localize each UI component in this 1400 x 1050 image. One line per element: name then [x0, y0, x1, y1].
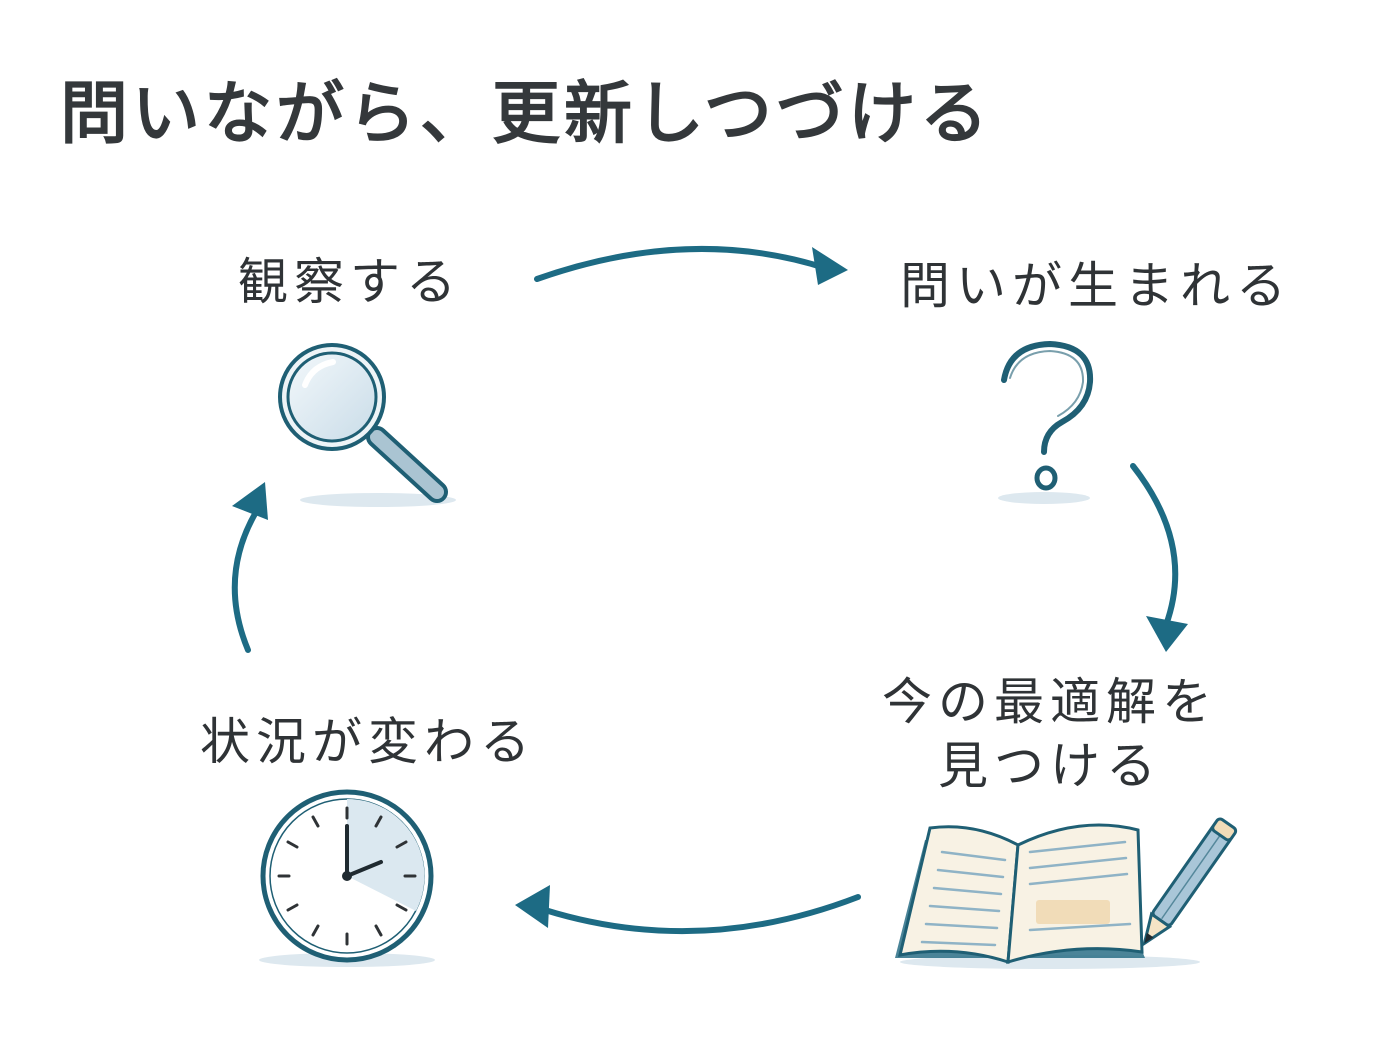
step-label-question: 問いが生まれる: [900, 257, 1292, 315]
question-mark-icon: [998, 340, 1094, 504]
step-label-observe: 観察する: [238, 253, 462, 311]
step-label-solution-line2: 見つける: [938, 737, 1162, 795]
arrow-change-to-observe: [231, 482, 268, 653]
magnifying-glass-icon: [278, 343, 456, 507]
step-label-solution: 今の最適解を 見つける: [880, 670, 1220, 798]
step-label-solution-line1: 今の最適解を: [882, 673, 1218, 731]
arrow-solution-to-change: [515, 885, 861, 935]
step-label-change: 状況が変わる: [200, 713, 536, 771]
arrow-observe-to-question: [534, 245, 848, 285]
open-book-pencil-icon: [895, 817, 1238, 969]
page-title: 問いながら、更新しつづける: [60, 75, 992, 154]
clock-icon: [259, 789, 435, 967]
arrow-question-to-solution: [1130, 463, 1188, 652]
